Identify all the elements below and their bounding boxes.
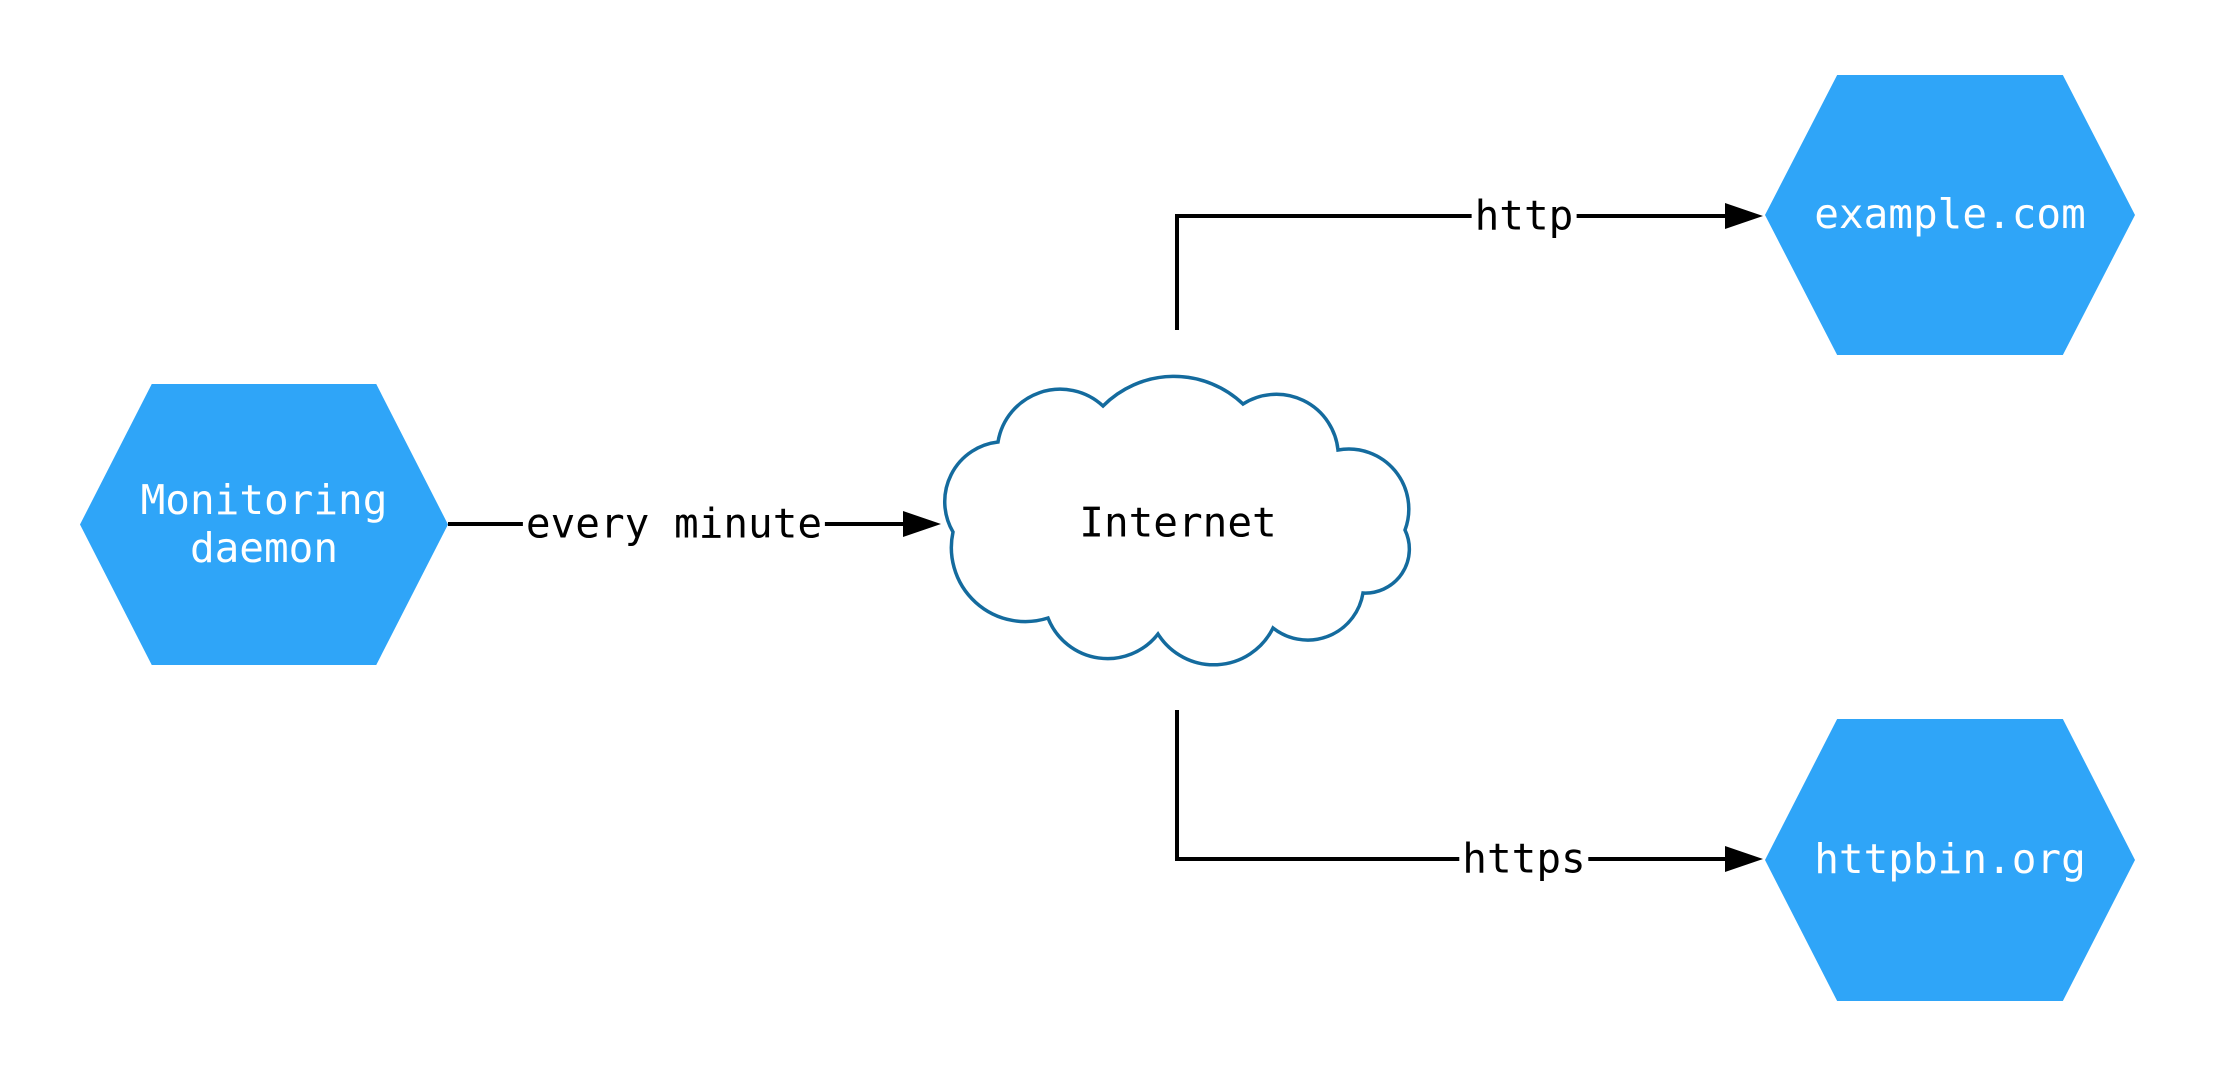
arrowhead-icon (1725, 846, 1763, 872)
edge-label-https: https (1459, 838, 1589, 880)
node-httpbin-org-label: httpbin.org (1814, 835, 2086, 884)
node-httpbin-org: httpbin.org (1765, 719, 2135, 1001)
node-example-com-label: example.com (1814, 190, 2086, 239)
edge-internet-to-example (1175, 203, 1763, 330)
cloud-icon (942, 374, 1412, 667)
edge-line (1175, 214, 1728, 330)
edge-line (1175, 710, 1728, 861)
node-internet-label: Internet (1079, 498, 1277, 547)
node-example-com: example.com (1765, 75, 2135, 355)
arrowhead-icon (1725, 203, 1763, 229)
node-monitoring-daemon-label: Monitoring daemon (140, 475, 388, 572)
edge-label-every-minute: every minute (522, 503, 826, 545)
node-monitoring-daemon: Monitoring daemon (80, 384, 448, 665)
edge-label-http: http (1471, 195, 1577, 237)
arrowhead-icon (903, 511, 941, 537)
